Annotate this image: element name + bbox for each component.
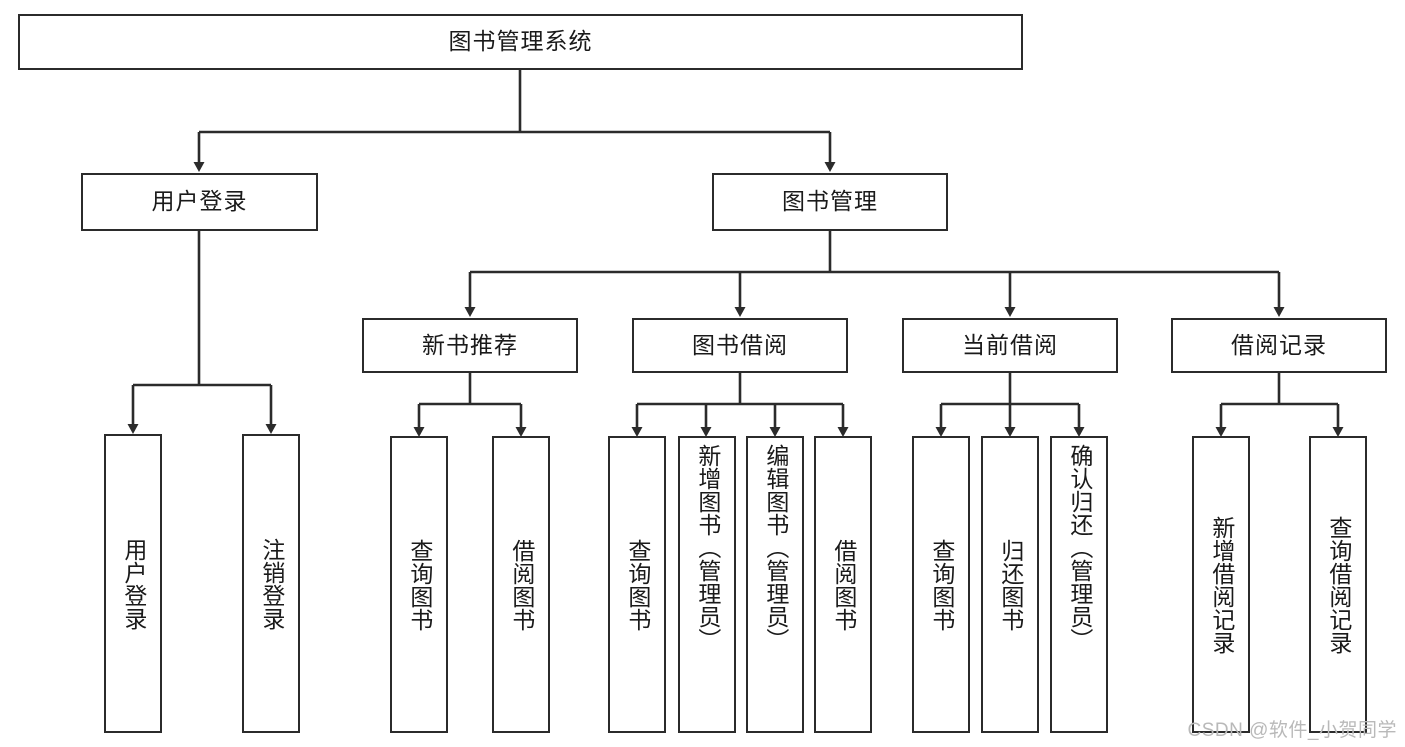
leaf-label: 新增图书（管理员） <box>694 444 721 651</box>
csdn-watermark: CSDN @软件_小贺同学 <box>1187 720 1397 741</box>
node-new-book-recommend[interactable]: 新书推荐 <box>362 318 578 373</box>
leaf-query-book-borrow[interactable]: 查询图书 <box>608 436 666 733</box>
leaf-label: 查询图书 <box>624 538 651 631</box>
node-root-book-management-system[interactable]: 图书管理系统 <box>18 14 1023 70</box>
leaf-confirm-return-admin[interactable]: 确认归还（管理员） <box>1050 436 1108 733</box>
leaf-label: 编辑图书（管理员） <box>762 444 789 651</box>
leaf-label: 注销登录 <box>258 537 285 630</box>
leaf-edit-book-admin[interactable]: 编辑图书（管理员） <box>746 436 804 733</box>
leaf-query-borrow-record[interactable]: 查询借阅记录 <box>1309 436 1367 733</box>
leaf-add-borrow-record[interactable]: 新增借阅记录 <box>1192 436 1250 733</box>
node-user-login[interactable]: 用户登录 <box>81 173 318 231</box>
leaf-label: 确认归还（管理员） <box>1066 444 1093 651</box>
node-book-borrow[interactable]: 图书借阅 <box>632 318 848 373</box>
leaf-query-book-recommend[interactable]: 查询图书 <box>390 436 448 733</box>
leaf-add-book-admin[interactable]: 新增图书（管理员） <box>678 436 736 733</box>
node-current-borrow[interactable]: 当前借阅 <box>902 318 1118 373</box>
leaf-label: 查询图书 <box>928 538 955 631</box>
leaf-label: 借阅图书 <box>830 538 857 631</box>
leaf-user-login[interactable]: 用户登录 <box>104 434 162 733</box>
leaf-return-book[interactable]: 归还图书 <box>981 436 1039 733</box>
leaf-borrow-book[interactable]: 借阅图书 <box>814 436 872 733</box>
leaf-label: 查询图书 <box>406 538 433 631</box>
leaf-borrow-book-recommend[interactable]: 借阅图书 <box>492 436 550 733</box>
leaf-user-logout[interactable]: 注销登录 <box>242 434 300 733</box>
leaf-label: 新增借阅记录 <box>1208 515 1235 654</box>
leaf-label: 借阅图书 <box>508 538 535 631</box>
node-book-management[interactable]: 图书管理 <box>712 173 948 231</box>
leaf-label: 查询借阅记录 <box>1325 515 1352 654</box>
leaf-query-book-current[interactable]: 查询图书 <box>912 436 970 733</box>
node-borrow-record[interactable]: 借阅记录 <box>1171 318 1387 373</box>
leaf-label: 归还图书 <box>997 538 1024 631</box>
leaf-label: 用户登录 <box>120 537 147 630</box>
